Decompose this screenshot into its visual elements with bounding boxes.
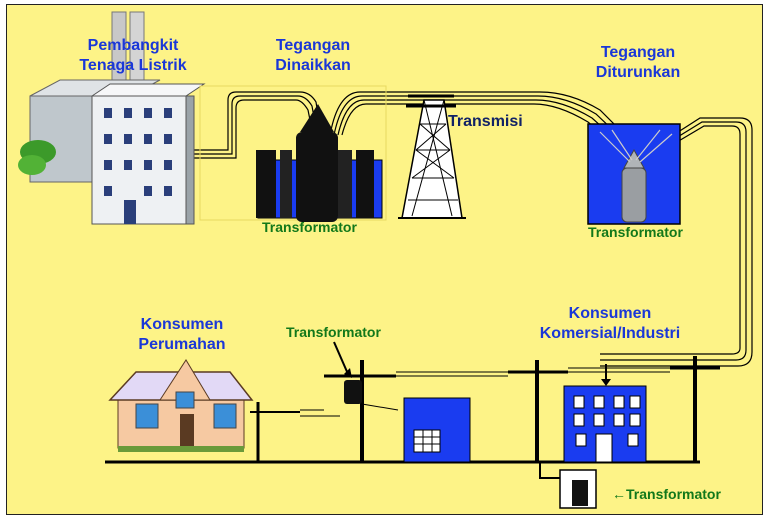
label-step-down-line1: Tegangan [600,44,676,61]
arrow-icon [333,341,352,378]
transmission-tower-icon [398,94,466,219]
label-transmission: Transmisi [448,113,523,130]
label-transformer-ground: ←Transformator [612,486,721,502]
label-transformer-pole: Transformator [286,324,381,340]
label-residential-line1: Konsumen [140,316,224,333]
step-down-transformer-icon [587,123,681,225]
label-step-up: Tegangan Dinaikkan [258,36,368,76]
label-power-plant-line2: Tenaga Listrik [79,57,187,74]
label-power-plant: Pembangkit Tenaga Listrik [66,36,200,76]
label-commercial-line1: Konsumen [568,305,652,322]
small-building-icon [403,397,471,463]
label-step-up-line1: Tegangan [275,37,351,54]
label-step-down: Tegangan Diturunkan [578,43,698,83]
label-commercial: Konsumen Komersial/Industri [520,304,700,344]
label-transformer-step-down: Transformator [588,224,683,240]
label-residential: Konsumen Perumahan [126,315,238,355]
step-up-transformer-icon [199,85,387,222]
label-residential-line2: Perumahan [138,336,226,353]
feeder-cable [190,91,323,159]
utility-pole-icon [250,356,720,462]
transmission-cables [329,91,641,157]
commercial-building-icon [563,385,647,463]
house-icon [108,359,254,452]
label-commercial-line2: Komersial/Industri [539,325,681,342]
power-plant-icon [18,11,206,225]
distribution-cables [600,117,753,367]
label-step-down-line2: Diturunkan [595,64,681,81]
pad-transformer-icon [539,462,597,509]
label-power-plant-line1: Pembangkit [87,37,179,54]
label-step-up-line2: Dinaikkan [275,57,351,74]
pole-transformer-icon [344,380,362,404]
arrow-icon [601,364,611,386]
label-transformer-step-up: Transformator [262,219,357,235]
